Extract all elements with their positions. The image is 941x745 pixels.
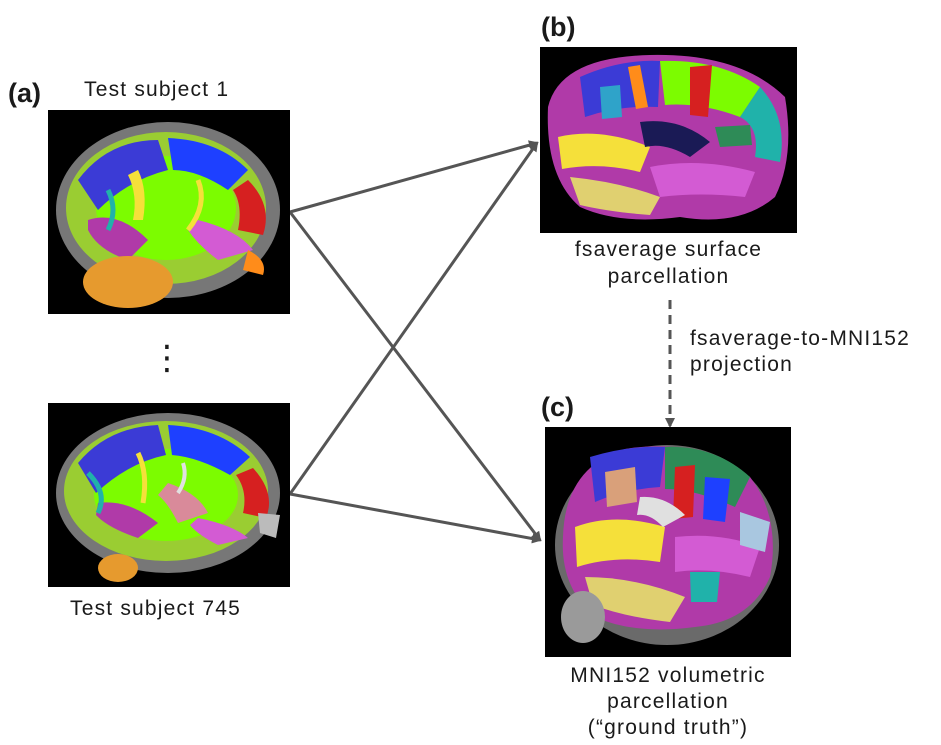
panel-b-letter: (b) [541,12,576,42]
mni152-caption-line2: parcellation [607,690,729,713]
arrow-subject745-to-mni152 [289,492,542,544]
panel-c-letter: (c) [541,392,574,422]
fsaverage-caption-line2: parcellation [607,265,730,288]
projection-label-line1: fsaverage-to-MNI152 [690,327,911,350]
test-subject-745-brain-image [48,403,290,587]
arrow-subject745-to-fsaverage [288,141,539,495]
fsaverage-caption-line1: fsaverage surface [574,238,763,261]
test-subject-1-brain-image [48,110,290,314]
panel-a-letter: (a) [8,78,41,108]
test-subject-745-label: Test subject 745 [70,597,241,620]
mni152-caption-line3: (“ground truth”) [587,716,749,739]
projection-label-line2: projection [690,353,794,376]
mni152-volumetric-image [545,427,791,657]
arrow-subject1-to-fsaverage [289,140,539,214]
test-subject-1-label: Test subject 1 [84,78,230,101]
ellipsis-vertical: ⋮ [150,339,184,377]
mni152-caption-line1: MNI152 volumetric [570,664,766,687]
arrow-subject1-to-mni152 [288,211,542,542]
fsaverage-surface-image [540,47,797,233]
